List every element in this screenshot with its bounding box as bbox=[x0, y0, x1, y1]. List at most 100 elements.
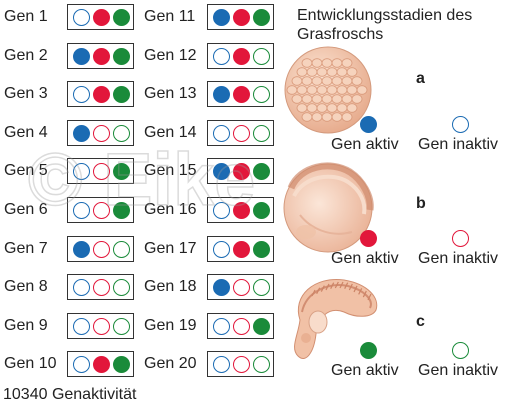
blastomere-cell bbox=[286, 85, 298, 95]
green-active-dot bbox=[113, 163, 130, 181]
green-active-dot bbox=[253, 202, 270, 219]
blastomere-cell bbox=[321, 112, 333, 122]
gene-label: Gen 9 bbox=[4, 316, 48, 334]
red-inactive-dot bbox=[93, 317, 110, 335]
green-active-dot bbox=[113, 9, 130, 26]
red-inactive-dot bbox=[93, 240, 110, 258]
legend-inactive-label: Gen inaktiv bbox=[418, 362, 499, 379]
red-inactive-dot bbox=[233, 317, 250, 335]
red-active-dot bbox=[233, 9, 250, 26]
blue-inactive-dot bbox=[213, 124, 230, 142]
gene-label: Gen 13 bbox=[144, 85, 197, 103]
blue-inactive-dot bbox=[213, 202, 230, 219]
blastomere-cell bbox=[291, 94, 303, 104]
gene-label: Gen 4 bbox=[4, 123, 48, 141]
gene-label: Gen 1 bbox=[4, 8, 48, 25]
blastomere-cell bbox=[346, 85, 358, 95]
somite-mark bbox=[348, 283, 353, 291]
blastomere-cell bbox=[351, 76, 363, 86]
blastomere-cell bbox=[311, 58, 323, 68]
blastomere-cell bbox=[311, 76, 323, 86]
blue-active-dot bbox=[213, 9, 230, 26]
somite-mark bbox=[339, 281, 344, 289]
gene-activity-box bbox=[67, 235, 134, 262]
blastomere-cell bbox=[321, 94, 333, 104]
green-active-dot bbox=[113, 47, 130, 65]
legend-active-green-dot bbox=[360, 342, 377, 359]
legend-inactive-label: Gen inaktiv bbox=[418, 136, 499, 153]
legend-active-red-dot bbox=[360, 230, 377, 247]
gene-activity-box bbox=[67, 4, 134, 30]
blue-inactive-dot bbox=[213, 356, 230, 374]
gene-activity-box bbox=[67, 119, 134, 146]
green-inactive-dot bbox=[113, 317, 130, 335]
gene-activity-box bbox=[67, 274, 134, 301]
red-active-dot bbox=[233, 202, 250, 219]
blue-inactive-dot bbox=[73, 86, 90, 104]
red-active-dot bbox=[93, 356, 110, 374]
gene-label: Gen 10 bbox=[4, 355, 57, 373]
gene-label: Gen 7 bbox=[4, 239, 48, 257]
embryo-stage-c bbox=[294, 279, 378, 359]
red-active-dot bbox=[93, 9, 110, 26]
gene-label: Gen 17 bbox=[144, 239, 197, 257]
gene-label: Gen 5 bbox=[4, 162, 48, 180]
somite-mark bbox=[325, 283, 330, 291]
blastomere-cell bbox=[296, 85, 308, 95]
green-active-dot bbox=[253, 9, 270, 26]
red-inactive-dot bbox=[233, 279, 250, 297]
red-inactive-dot bbox=[93, 124, 110, 142]
legend-inactive-green-dot bbox=[452, 342, 469, 359]
gene-activity-box bbox=[67, 197, 134, 223]
somite-mark bbox=[362, 290, 367, 298]
red-active-dot bbox=[93, 86, 110, 104]
red-active-dot bbox=[233, 86, 250, 104]
green-inactive-dot bbox=[113, 240, 130, 258]
green-active-dot bbox=[253, 240, 270, 258]
somite-mark bbox=[334, 281, 339, 289]
gene-label: Gen 18 bbox=[144, 278, 197, 296]
embryo-stage-a bbox=[284, 46, 372, 134]
blastomere-cell bbox=[341, 58, 353, 68]
blastomere-cell bbox=[336, 85, 348, 95]
gene-activity-box bbox=[207, 119, 274, 146]
legend-active-label: Gen aktiv bbox=[331, 250, 399, 267]
stage-letter-a: a bbox=[416, 70, 425, 87]
blastomere-cell bbox=[296, 67, 308, 77]
green-inactive-dot bbox=[253, 124, 270, 142]
blastomere-cell bbox=[331, 112, 343, 122]
green-active-dot bbox=[253, 163, 270, 181]
blue-inactive-dot bbox=[213, 47, 230, 65]
blue-inactive-dot bbox=[73, 163, 90, 181]
blastomere-cell bbox=[316, 85, 328, 95]
green-inactive-dot bbox=[113, 124, 130, 142]
blue-inactive-dot bbox=[73, 9, 90, 26]
blastomere-cell bbox=[341, 76, 353, 86]
green-active-dot bbox=[113, 86, 130, 104]
gene-activity-box bbox=[67, 158, 134, 185]
blue-inactive-dot bbox=[73, 356, 90, 374]
blue-inactive-dot bbox=[73, 279, 90, 297]
blue-inactive-dot bbox=[213, 240, 230, 258]
gene-label: Gen 15 bbox=[144, 162, 197, 180]
blastomere-cell bbox=[301, 94, 313, 104]
stage-letter-c: c bbox=[416, 313, 425, 330]
blastomere-cell bbox=[331, 76, 343, 86]
blastomere-cell bbox=[311, 94, 323, 104]
red-active-dot bbox=[233, 240, 250, 258]
blue-inactive-dot bbox=[213, 317, 230, 335]
gene-activity-box bbox=[207, 81, 274, 108]
legend-inactive-red-dot bbox=[452, 230, 469, 247]
green-active-dot bbox=[113, 356, 130, 374]
stage-letter-b: b bbox=[416, 195, 426, 212]
red-inactive-dot bbox=[233, 124, 250, 142]
blastomere-cell bbox=[351, 94, 363, 104]
gene-label: Gen 2 bbox=[4, 46, 48, 64]
somite-mark bbox=[344, 282, 349, 289]
blastomere-cell bbox=[326, 85, 338, 95]
gene-label: Gen 19 bbox=[144, 316, 197, 334]
red-inactive-dot bbox=[93, 163, 110, 181]
gene-label: Gen 3 bbox=[4, 85, 48, 103]
legend-active-blue-dot bbox=[360, 116, 377, 133]
blastomere-cell bbox=[301, 112, 313, 122]
